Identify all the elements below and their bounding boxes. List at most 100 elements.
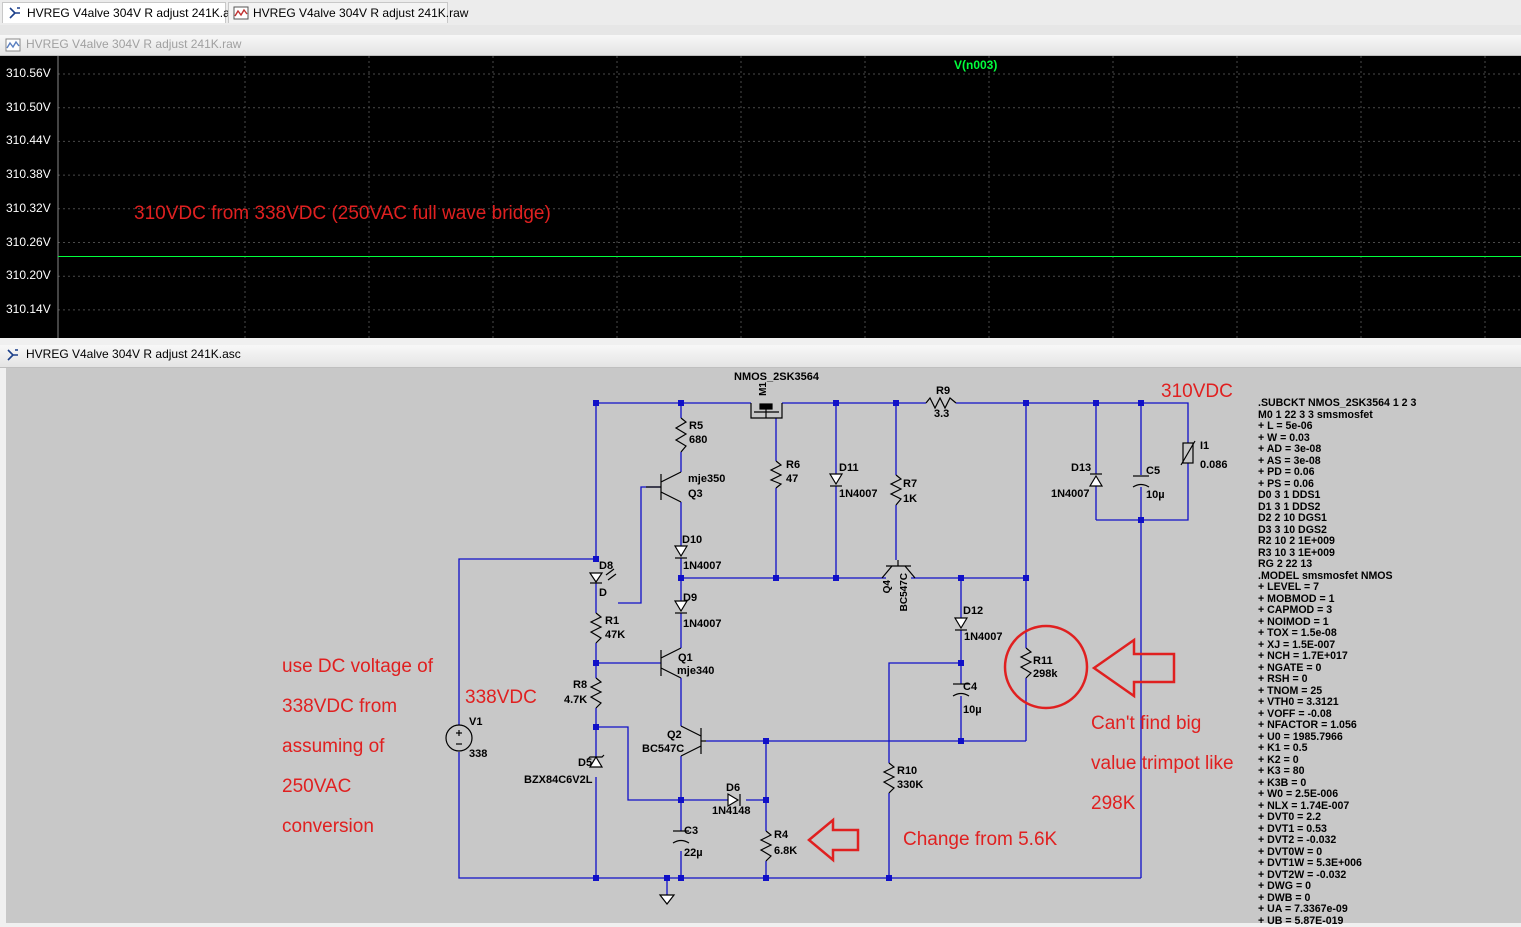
v1-name: V1 <box>469 716 483 728</box>
d12-symbol <box>953 617 969 631</box>
waveform-icon <box>5 38 21 52</box>
d13-model: 1N4007 <box>1051 488 1090 500</box>
q1-name: Q1 <box>678 652 693 664</box>
note-line-2: 338VDC from <box>282 696 398 717</box>
change-note: Change from 5.6K <box>903 829 1058 850</box>
y-tick-label: 310.26V <box>6 234 51 249</box>
d12-model: 1N4007 <box>964 631 1003 643</box>
r11-name: R11 <box>1033 655 1053 667</box>
q1-model: mje340 <box>677 665 715 677</box>
c3-name: C3 <box>684 825 699 837</box>
d6-symbol <box>727 792 741 808</box>
r10-value: 330K <box>897 779 924 791</box>
tab-schematic-label: HVREG V4alve 304V R adjust 241K.asc <box>27 6 242 20</box>
d11-name: D11 <box>839 462 859 474</box>
r7-symbol <box>889 474 903 506</box>
note-line-3: assuming of <box>282 736 385 757</box>
d8-name: D8 <box>599 560 614 572</box>
y-tick-label: 310.14V <box>6 301 51 316</box>
schematic-icon <box>7 349 18 361</box>
c5-value: 10µ <box>1146 489 1165 501</box>
c5-symbol <box>1132 475 1150 488</box>
d5-model: BZX84C6V2L <box>524 774 593 786</box>
q4-symbol <box>881 560 916 579</box>
r4-symbol <box>759 830 773 862</box>
d5-symbol <box>587 754 605 768</box>
r1-symbol <box>589 612 603 644</box>
r7-name: R7 <box>903 478 918 490</box>
r11-highlight-circle <box>1003 624 1089 710</box>
d8-model: D <box>599 587 607 599</box>
d11-symbol <box>828 473 844 487</box>
m1-name: M1 <box>758 382 769 396</box>
plot-grid <box>57 56 1521 338</box>
c4-name: C4 <box>963 681 978 693</box>
waveform-annotation: 310VDC from 338VDC (250VAC full wave bri… <box>134 203 551 224</box>
v1-value: 338 <box>469 748 488 760</box>
y-tick-label: 310.20V <box>6 268 51 283</box>
d6-name: D6 <box>726 782 741 794</box>
y-tick-label: 310.56V <box>6 66 51 80</box>
c4-symbol <box>952 683 970 697</box>
r8-symbol <box>589 677 603 709</box>
m1-symbol <box>750 403 783 419</box>
d6-model: 1N4148 <box>712 805 751 817</box>
r6-symbol <box>769 460 783 489</box>
note-line-4: 250VAC <box>282 776 352 797</box>
r1-value: 47K <box>605 629 626 641</box>
m1-model: NMOS_2SK3564 <box>734 371 819 383</box>
document-tab-bar: HVREG V4alve 304V R adjust 241K.asc HVRE… <box>0 0 1521 26</box>
r8-name: R8 <box>573 679 588 691</box>
schematic-drawing <box>445 396 1196 905</box>
spice-netlist-text: .SUBCKT NMOS_2SK3564 1 2 3 M0 1 22 3 3 s… <box>1258 397 1417 927</box>
d9-symbol <box>673 600 689 614</box>
r9-name: R9 <box>936 385 951 397</box>
d12-name: D12 <box>963 605 984 617</box>
r5-value: 680 <box>689 434 708 446</box>
schematic-icon <box>9 7 20 19</box>
r7-value: 1K <box>903 493 918 505</box>
output-voltage-note: 310VDC <box>1161 381 1233 402</box>
i1-value: 0.086 <box>1200 459 1228 471</box>
i1-name: I1 <box>1200 440 1210 452</box>
waveform-icon <box>233 6 249 20</box>
waveform-window-titlebar[interactable]: HVREG V4alve 304V R adjust 241K.raw <box>0 35 1521 56</box>
r8-value: 4.7K <box>564 694 588 706</box>
trimpot-note-line-2: value trimpot like <box>1091 753 1234 774</box>
i1-symbol <box>1180 440 1196 466</box>
trimpot-note-line-1: Can't find big <box>1091 713 1202 734</box>
d13-name: D13 <box>1071 462 1092 474</box>
note-line-5: conversion <box>282 816 374 837</box>
q3-model: mje350 <box>688 473 726 485</box>
r11-value: 298k <box>1033 668 1058 680</box>
annotation-graphics <box>807 624 1176 863</box>
r1-name: R1 <box>605 615 620 627</box>
q4-name: Q4 <box>882 580 893 594</box>
q2-model: BC547C <box>642 743 685 755</box>
q3-name: Q3 <box>688 488 703 500</box>
tab-separator <box>0 25 1521 35</box>
tab-waveform[interactable]: HVREG V4alve 304V R adjust 241K.raw <box>228 2 468 23</box>
ground-symbol <box>658 894 676 905</box>
v1-symbol <box>445 724 473 752</box>
d5-name: D5 <box>578 757 593 769</box>
y-tick-label: 310.38V <box>6 167 51 182</box>
r4-value: 6.8K <box>774 845 798 857</box>
d9-model: 1N4007 <box>683 618 722 630</box>
d10-symbol <box>673 545 689 559</box>
y-tick-label: 310.50V <box>6 99 51 114</box>
waveform-plot[interactable]: 310.56V 310.50V 310.44V 310.38V 310.32V 310.2… <box>0 56 1521 338</box>
c3-value: 22µ <box>684 847 703 859</box>
r9-value: 3.3 <box>934 408 950 420</box>
waveform-window: HVREG V4alve 304V R adjust 241K.raw 310.… <box>0 35 1521 338</box>
tab-schematic[interactable]: HVREG V4alve 304V R adjust 241K.asc <box>2 2 242 23</box>
schematic-canvas[interactable]: NMOS_2SK3564 M1 R9 3.3 R5 680 R6 47 mje3… <box>0 368 1521 926</box>
schematic-components <box>445 396 1196 905</box>
r10-name: R10 <box>897 765 918 777</box>
schematic-window-titlebar[interactable]: HVREG V4alve 304V R adjust 241K.asc <box>0 345 1521 368</box>
plot-canvas <box>57 56 1521 338</box>
trace-label[interactable]: V(n003) <box>954 58 998 72</box>
q2-symbol <box>680 725 706 757</box>
y-tick-label: 310.32V <box>6 200 51 215</box>
y-tick-label: 310.44V <box>6 133 51 148</box>
